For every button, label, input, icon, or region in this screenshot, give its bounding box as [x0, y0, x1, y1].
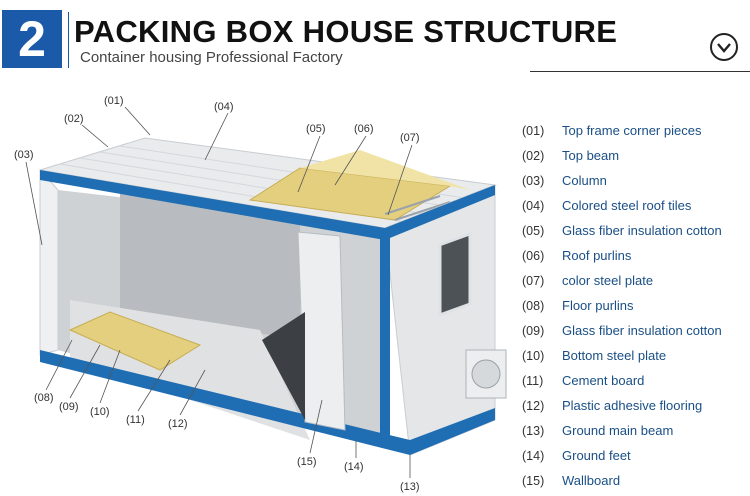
- legend-item: (13)Ground main beam: [522, 418, 748, 443]
- legend-item: (02)Top beam: [522, 143, 748, 168]
- label-04: (04): [214, 101, 234, 113]
- label-08: (08): [34, 392, 54, 404]
- legend-item: (15)Wallboard: [522, 468, 748, 493]
- label-07: (07): [400, 132, 420, 144]
- legend-item: (14)Ground feet: [522, 443, 748, 468]
- section-number-badge: 2: [2, 10, 62, 68]
- label-05: (05): [306, 123, 326, 135]
- container-house-diagram: (01) (02) (03) (04) (05) (06) (07) (08) …: [0, 80, 512, 496]
- label-03: (03): [14, 149, 34, 161]
- legend-item: (06)Roof purlins: [522, 243, 748, 268]
- component-legend: (01)Top frame corner pieces (02)Top beam…: [522, 118, 748, 493]
- legend-item: (10)Bottom steel plate: [522, 343, 748, 368]
- header-divider: [68, 12, 69, 68]
- label-06: (06): [354, 123, 374, 135]
- column: [380, 236, 390, 446]
- legend-item: (08) Floor purlins: [522, 293, 748, 318]
- left-wall: [40, 170, 58, 355]
- legend-item: (12)Plastic adhesive flooring: [522, 393, 748, 418]
- legend-item: (07) color steel plate: [522, 268, 748, 293]
- legend-item: (05)Glass fiber insulation cotton: [522, 218, 748, 243]
- legend-item: (03)Column: [522, 168, 748, 193]
- header-rule: [530, 71, 750, 72]
- page-title: PACKING BOX HOUSE STRUCTURE: [74, 14, 617, 50]
- label-14: (14): [344, 461, 364, 473]
- wallboard: [298, 232, 345, 430]
- label-15: (15): [297, 456, 317, 468]
- legend-item: (09) Glass fiber insulation cotton: [522, 318, 748, 343]
- label-09: (09): [59, 401, 79, 413]
- chevron-down-icon[interactable]: [710, 33, 738, 61]
- label-12: (12): [168, 418, 188, 430]
- label-10: (10): [90, 406, 110, 418]
- window: [440, 234, 470, 315]
- page-subtitle: Container housing Professional Factory: [80, 49, 343, 66]
- legend-item: (01)Top frame corner pieces: [522, 118, 748, 143]
- legend-item: (04)Colored steel roof tiles: [522, 193, 748, 218]
- label-11: (11): [126, 414, 145, 426]
- label-02: (02): [64, 113, 84, 125]
- label-01: (01): [104, 95, 124, 107]
- label-13: (13): [400, 481, 420, 493]
- legend-item: (11)Cement board: [522, 368, 748, 393]
